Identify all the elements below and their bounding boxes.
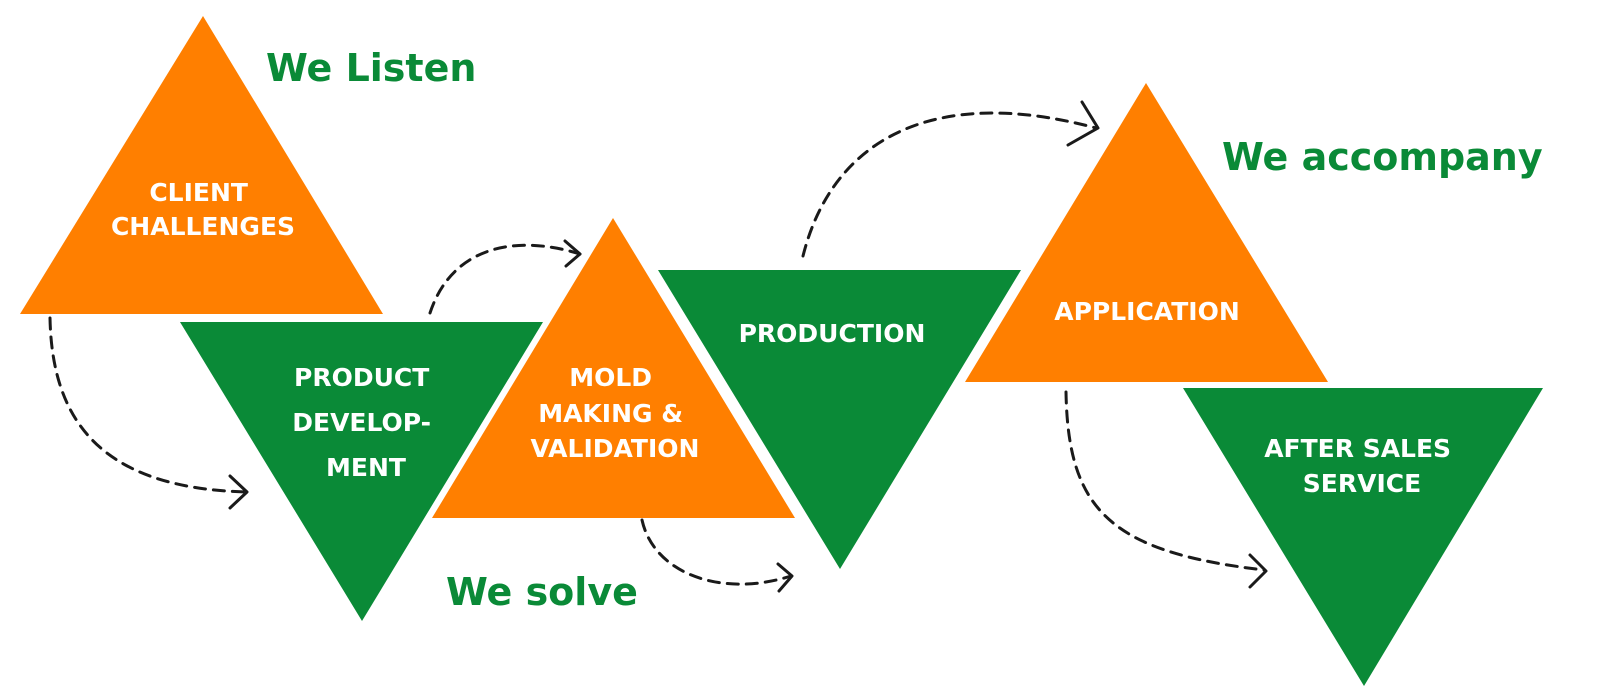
label-line: CHALLENGES — [111, 212, 295, 241]
arrow-development-to-mold — [428, 239, 582, 315]
label-line: PRODUCTION — [739, 319, 926, 348]
label-after-sales: AFTER SALES SERVICE — [1264, 434, 1460, 498]
triangle-mold-making — [432, 218, 795, 518]
label-application: APPLICATION — [1054, 297, 1240, 326]
label-line: VALIDATION — [531, 434, 700, 463]
label-product-development: PRODUCT DEVELOP- MENT — [292, 363, 440, 482]
label-line: MOLD — [569, 363, 652, 392]
triangle-client-challenges — [20, 16, 383, 314]
label-line: DEVELOP- — [292, 408, 431, 437]
arrow-mold-to-production — [640, 518, 794, 593]
label-line: MENT — [326, 453, 406, 482]
label-line: SERVICE — [1303, 469, 1421, 498]
triangle-product-development — [180, 322, 543, 621]
phase-we-listen: We Listen — [266, 46, 476, 90]
phase-we-solve: We solve — [446, 570, 638, 614]
label-client-challenges: CLIENT CHALLENGES — [111, 178, 295, 241]
triangle-after-sales — [1183, 388, 1543, 686]
label-line: AFTER SALES — [1264, 434, 1451, 463]
label-mold-making: MOLD MAKING & VALIDATION — [531, 363, 700, 463]
phase-we-accompany: We accompany — [1222, 135, 1543, 179]
triangle-application — [965, 83, 1328, 382]
label-production: PRODUCTION — [739, 319, 926, 348]
arrow-challenges-to-development — [48, 316, 249, 510]
label-line: PRODUCT — [294, 363, 429, 392]
arrow-production-to-application — [801, 100, 1100, 258]
label-line: CLIENT — [149, 178, 248, 207]
label-line: MAKING & — [538, 399, 683, 428]
arrow-application-to-after-sales — [1064, 390, 1268, 589]
triangle-production — [658, 270, 1021, 569]
label-line: APPLICATION — [1054, 297, 1240, 326]
